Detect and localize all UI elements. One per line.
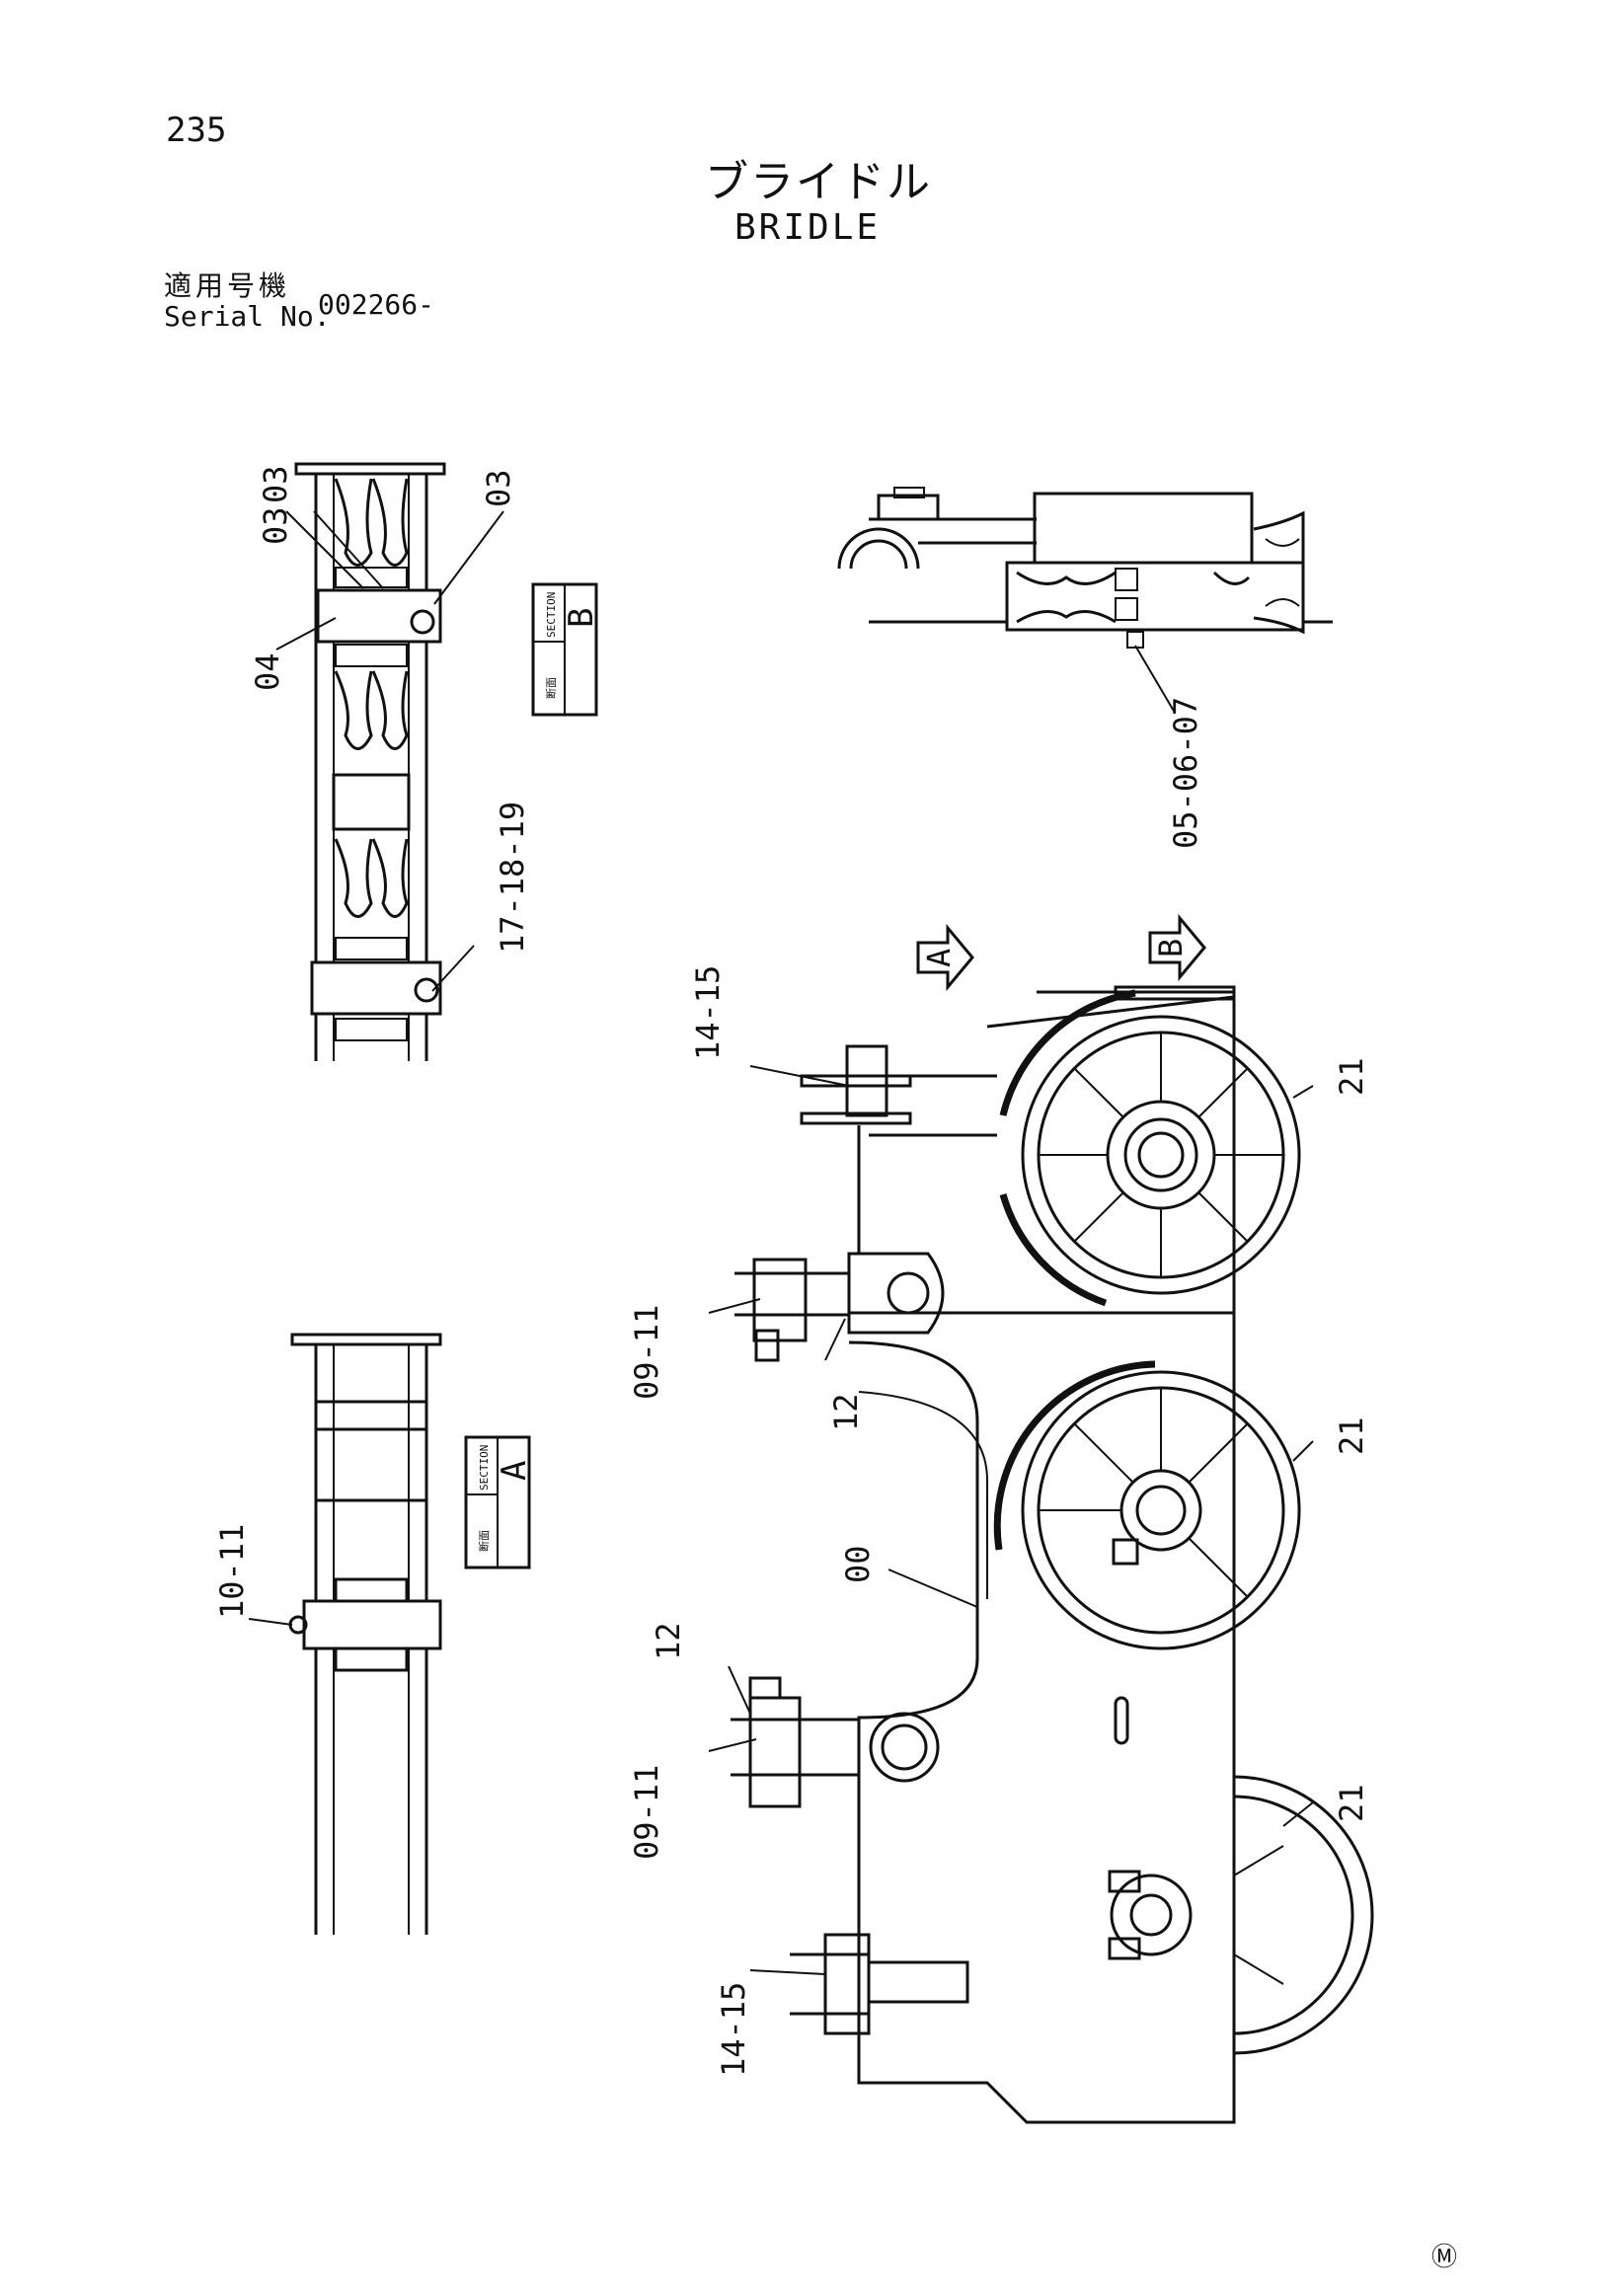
section-b-letter: B xyxy=(562,608,601,628)
bearing-block-lower xyxy=(310,960,442,1016)
callout-10-11: 10-11 xyxy=(213,1524,251,1619)
callout-03-a: 03 xyxy=(257,506,294,545)
callout-14-15-top: 14-15 xyxy=(689,965,727,1060)
callout-12-top: 12 xyxy=(827,1393,865,1431)
callout-03-b: 03 xyxy=(257,465,294,503)
section-b-en: SECTION xyxy=(545,592,558,638)
callout-21-top: 21 xyxy=(1333,1057,1370,1096)
view-arrow-b-letter: B xyxy=(1152,939,1190,957)
callout-12-low: 12 xyxy=(650,1622,687,1660)
section-a-letter: A xyxy=(495,1461,534,1481)
callout-03-c: 03 xyxy=(480,469,517,507)
view-arrow-a-letter: A xyxy=(920,949,958,967)
callout-21-mid: 21 xyxy=(1333,1416,1370,1455)
callout-00: 00 xyxy=(839,1545,877,1583)
title-english: BRIDLE xyxy=(734,207,882,248)
callout-17-18-19: 17-18-19 xyxy=(494,802,531,954)
serial-label-english: Serial No. xyxy=(164,300,331,333)
callout-09-11-low: 09-11 xyxy=(628,1765,665,1860)
sheave-group-lower xyxy=(334,838,409,960)
callout-21-low: 21 xyxy=(1333,1784,1370,1822)
view-arrow-a: A xyxy=(916,923,974,992)
section-a-jp: 断面 xyxy=(477,1530,491,1552)
title-japanese: ブライドル xyxy=(705,157,932,207)
serial-label-japanese: 適用号機 xyxy=(164,269,291,302)
section-b-label: 断面 SECTION B xyxy=(531,582,601,717)
sheave-bottom xyxy=(1108,1775,1374,2055)
sheave-top xyxy=(999,989,1301,1307)
callout-04: 04 xyxy=(249,652,286,691)
section-a-en: SECTION xyxy=(478,1445,491,1491)
bridle-body xyxy=(731,985,1236,2124)
section-a-label: 断面 SECTION A xyxy=(464,1435,534,1569)
page-number: 235 xyxy=(166,111,227,150)
sheave-middle xyxy=(993,1360,1301,1650)
view-arrow-b: B xyxy=(1148,913,1206,982)
sheave-group-upper xyxy=(334,478,409,588)
callout-14-15-low: 14-15 xyxy=(715,1982,752,2077)
callout-05-06-07: 05-06-07 xyxy=(1167,697,1204,849)
detail-view-side: 05-06-07 xyxy=(837,487,1333,849)
callout-09-11-top: 09-11 xyxy=(628,1305,665,1400)
manufacturer-mark-icon: Ⓜ xyxy=(1431,2243,1458,2272)
section-b-view: 03 03 03 04 17-18-19 xyxy=(249,462,531,1061)
serial-number-value: 002266- xyxy=(318,288,435,321)
sheave-group-middle xyxy=(334,644,409,750)
section-a-block xyxy=(302,1599,442,1650)
section-b-jp: 断面 xyxy=(544,677,558,699)
section-a-view: 10-11 xyxy=(213,1333,442,1935)
